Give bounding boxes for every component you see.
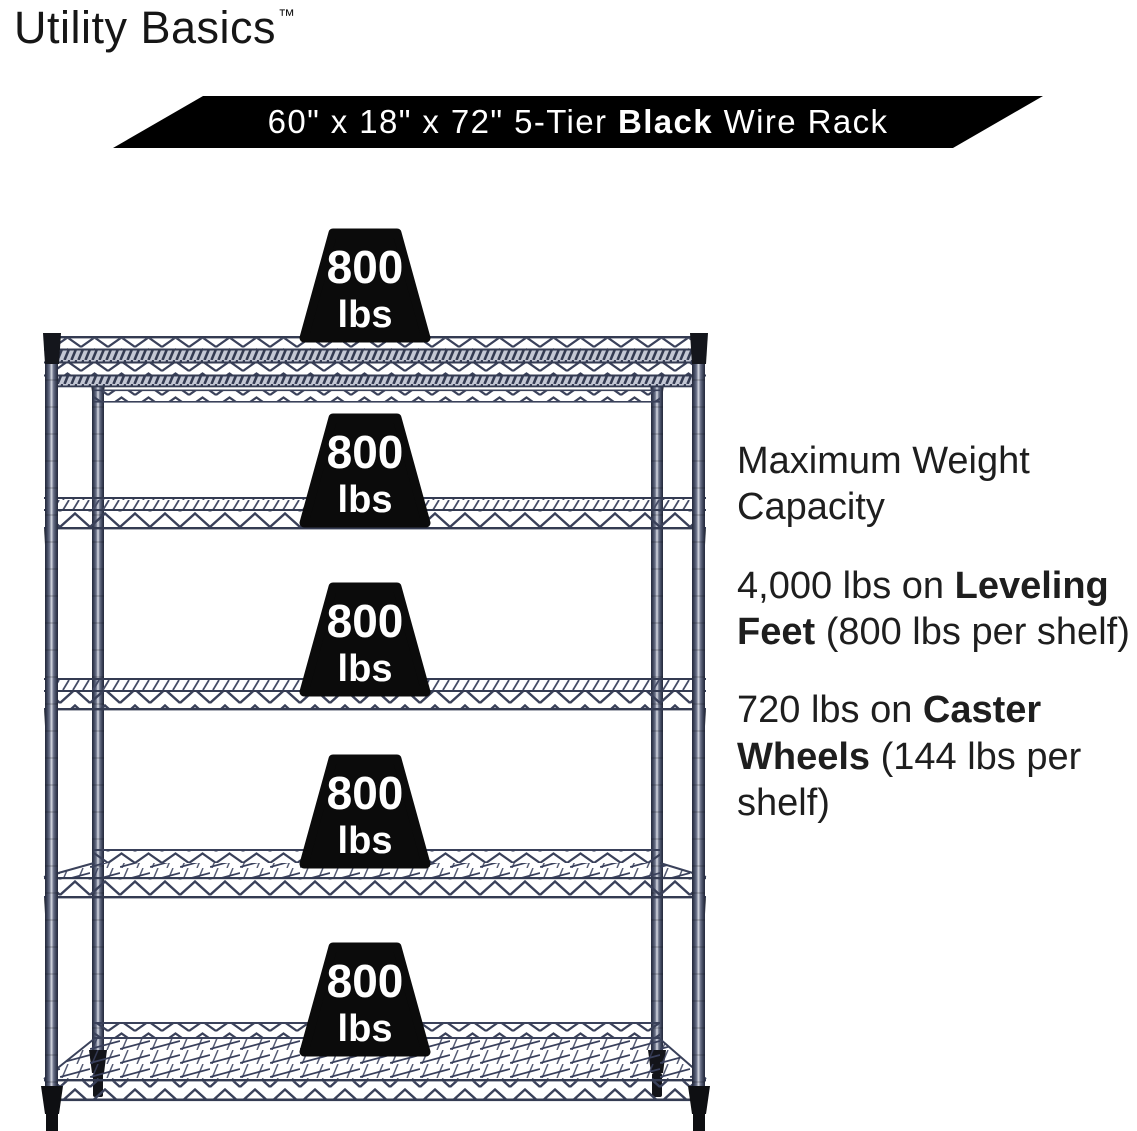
weight-value: 800 [327, 241, 404, 293]
weight-value: 800 [327, 595, 404, 647]
capacity-info: Maximum Weight Capacity 4,000 lbs on Lev… [737, 438, 1137, 859]
caster-wheels-capacity: 720 lbs on Caster Wheels (144 lbs per sh… [737, 689, 1082, 825]
product-title-banner: 60" x 18" x 72" 5-Tier Black Wire Rack [113, 96, 1043, 148]
weight-marker-4: 800 lbs [299, 754, 431, 869]
trademark-symbol: ™ [278, 6, 296, 25]
weight-unit: lbs [338, 1008, 393, 1050]
shelf-1 [44, 336, 706, 403]
weight-value: 800 [327, 426, 404, 478]
weight-unit: lbs [338, 479, 393, 521]
leveling-foot-left [41, 1086, 63, 1131]
weight-value: 800 [327, 955, 404, 1007]
weight-value: 800 [327, 767, 404, 819]
weight-unit: lbs [338, 294, 393, 336]
leveling-foot-right [688, 1086, 710, 1131]
weight-marker-5: 800 lbs [299, 942, 431, 1057]
front-posts [41, 333, 710, 1131]
weight-unit: lbs [338, 820, 393, 862]
weight-marker-2: 800 lbs [299, 413, 431, 528]
weight-marker-1: 800 lbs [299, 228, 431, 343]
leveling-feet-capacity: 4,000 lbs on Leveling Feet (800 lbs per … [737, 564, 1130, 654]
weight-marker-3: 800 lbs [299, 582, 431, 697]
brand-name: Utility Basics [14, 2, 277, 53]
capacity-heading: Maximum Weight Capacity [737, 440, 1030, 529]
weight-unit: lbs [338, 648, 393, 690]
